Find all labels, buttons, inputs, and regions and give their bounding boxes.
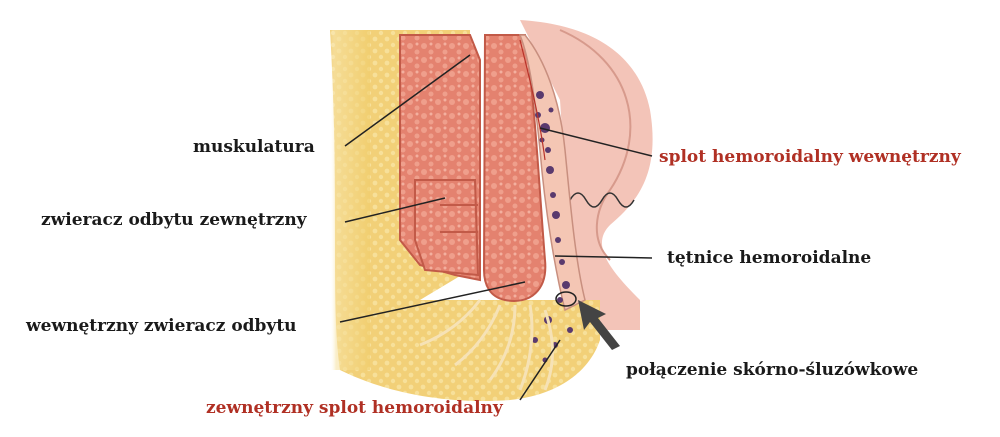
label-muskulatura: muskulatura: [193, 137, 315, 157]
arrow-icon: [578, 300, 620, 350]
label-junction: połączenie skórno-śluzówkowe: [626, 360, 919, 380]
leader-wewn-zwieracz: [339, 281, 526, 323]
leader-wewn-splot: [539, 127, 653, 157]
junction-marker: [555, 291, 577, 307]
label-internal-sphincter: wewnętrzny zwieracz odbytu: [26, 316, 297, 336]
leader-zewn-splot: [519, 339, 561, 401]
leader-tetnice: [554, 255, 653, 259]
label-external-plexus: zewnętrzny splot hemoroidalny: [206, 398, 503, 418]
rectal-wall-background: [520, 20, 653, 330]
leader-zewn-zwieracz: [344, 197, 446, 223]
mucosa: [518, 34, 586, 363]
leader-lines: [339, 54, 653, 401]
internal-sphincter: [482, 34, 547, 302]
leader-muskulatura: [344, 54, 471, 147]
label-arteries: tętnice hemoroidalne: [667, 248, 872, 268]
muscle-layer: [399, 34, 481, 282]
label-external-sphincter: zwieracz odbytu zewnętrzny: [41, 210, 307, 230]
label-internal-plexus: splot hemoroidalny wewnętrzny: [659, 147, 961, 167]
